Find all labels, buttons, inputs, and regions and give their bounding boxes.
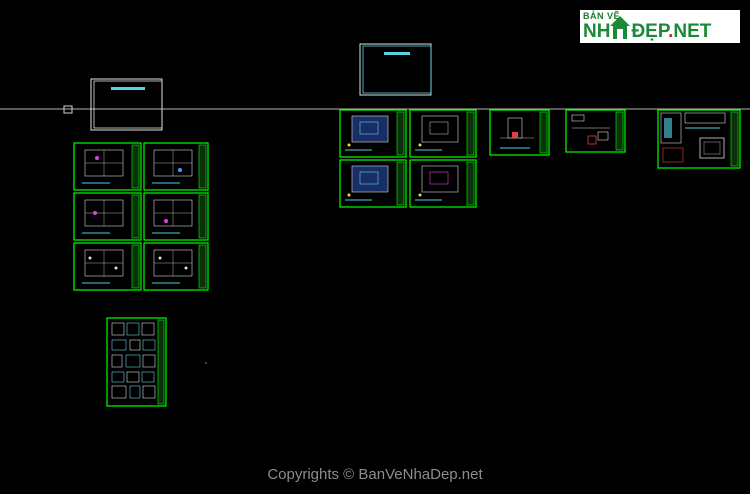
drawing-sheet[interactable] — [73, 142, 142, 191]
drawing-sheet[interactable] — [409, 159, 477, 208]
sheet-group-center[interactable] — [339, 109, 477, 208]
logo-tagline: BẢN VẼ — [583, 11, 621, 21]
drawing-sheet[interactable] — [143, 192, 209, 241]
drawing-sheet-details[interactable] — [106, 317, 167, 407]
logo-net: NET — [673, 21, 712, 42]
drawing-sheet[interactable] — [143, 142, 209, 191]
logo-nh: NH — [583, 21, 611, 42]
drawing-sheet[interactable] — [73, 242, 142, 291]
drawing-sheet-section-2[interactable] — [565, 109, 626, 153]
drawing-sheet[interactable] — [409, 109, 477, 158]
logo-wordmark: NH ĐẸP.NET — [583, 21, 711, 43]
stray-point — [205, 362, 207, 364]
drawing-sheet-section-1[interactable] — [489, 109, 550, 156]
logo-dot: . — [668, 21, 674, 42]
house-icon — [610, 16, 630, 39]
drawing-sheet-details-right[interactable] — [657, 109, 741, 169]
crosshair-pickbox — [63, 105, 73, 114]
logo-dep: ĐẸP — [631, 21, 669, 42]
drawing-sheet[interactable] — [339, 109, 407, 158]
drawing-sheet[interactable] — [73, 192, 142, 241]
title-frame-left[interactable] — [90, 78, 163, 131]
drawing-sheet[interactable] — [339, 159, 407, 208]
sheet-group-left[interactable] — [73, 142, 209, 291]
copyright-watermark: Copyrights © BanVeNhaDep.net — [267, 466, 483, 483]
title-frame-center[interactable] — [359, 43, 432, 96]
site-logo: BẢN VẼ NH ĐẸP.NET — [580, 10, 740, 43]
drawing-sheet[interactable] — [143, 242, 209, 291]
